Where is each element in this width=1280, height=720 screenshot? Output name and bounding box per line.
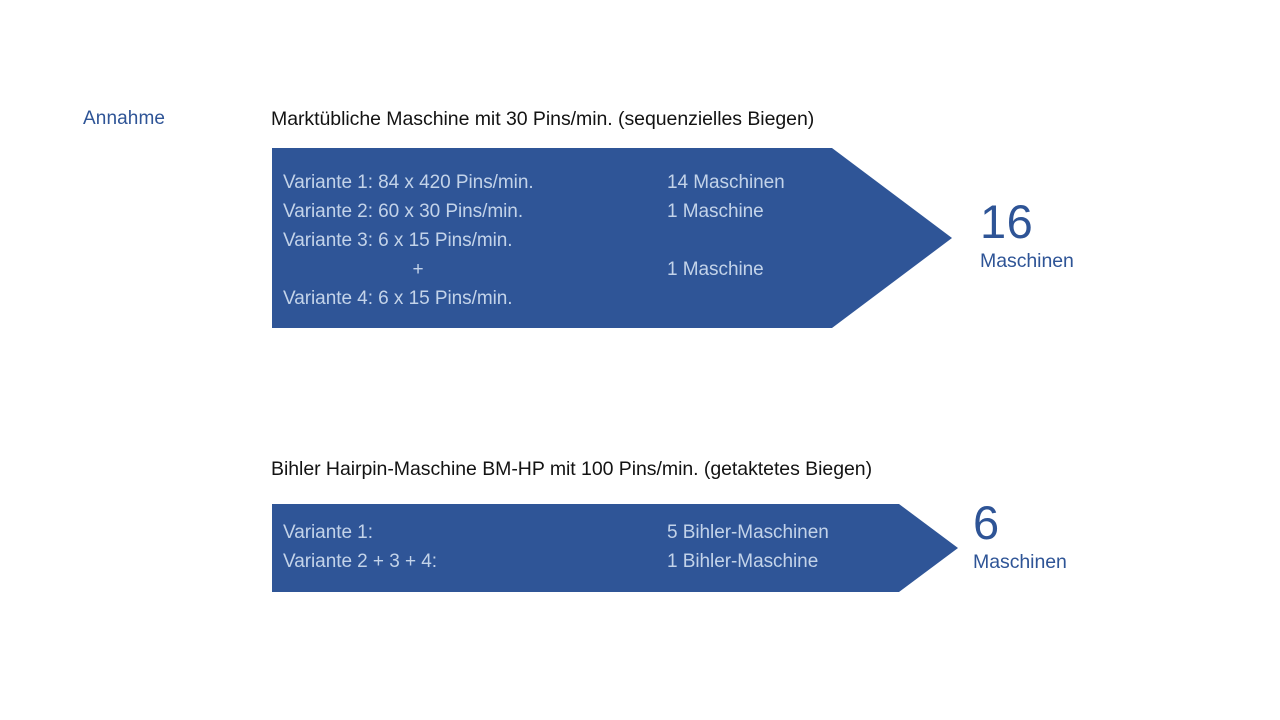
arrow-shape-section-1: Variante 1: 84 x 420 Pins/min. 14 Maschi… — [272, 148, 952, 328]
arrow-1-row-3: Variante 3: 6 x 15 Pins/min. — [272, 226, 952, 255]
arrow-1-row-2-right: 1 Maschine — [667, 201, 764, 222]
arrow-2-row-1: Variante 1: 5 Bihler-Maschinen — [272, 518, 958, 547]
assumption-label: Annahme — [83, 108, 166, 129]
arrow-shape-section-2: Variante 1: 5 Bihler-Maschinen Variante … — [272, 504, 958, 592]
arrow-2-row-2-left: Variante 2 + 3 + 4: — [283, 551, 437, 572]
arrow-1-row-1-left: Variante 1: 84 x 420 Pins/min. — [283, 172, 534, 193]
arrow-outline-1 — [272, 148, 952, 328]
result-1-unit: Maschinen — [980, 250, 1074, 272]
arrow-2-row-2-right: 1 Bihler-Maschine — [667, 551, 819, 572]
result-2-number: 6 — [973, 496, 1000, 549]
arrow-1-row-4-left: + — [412, 259, 424, 280]
arrow-1-row-5-left: Variante 4: 6 x 15 Pins/min. — [283, 288, 513, 309]
arrow-2-row-1-right: 5 Bihler-Maschinen — [667, 522, 829, 543]
result-section-1: 16 Maschinen — [980, 196, 1074, 274]
arrow-2-rows: Variante 1: 5 Bihler-Maschinen Variante … — [272, 504, 958, 592]
arrow-1-row-2: Variante 2: 60 x 30 Pins/min. 1 Maschine — [272, 197, 952, 226]
result-1-number: 16 — [980, 195, 1034, 248]
arrow-1-row-1: Variante 1: 84 x 420 Pins/min. 14 Maschi… — [272, 168, 952, 197]
arrow-1-row-4: + 1 Maschine — [272, 255, 952, 284]
arrow-outline-2 — [272, 504, 958, 592]
result-section-2: 6 Maschinen — [973, 497, 1067, 575]
section-2-headline: Bihler Hairpin-Maschine BM-HP mit 100 Pi… — [271, 458, 873, 480]
result-2-unit: Maschinen — [973, 551, 1067, 573]
section-1-headline: Marktübliche Maschine mit 30 Pins/min. (… — [271, 108, 815, 130]
arrow-1-row-4-right: 1 Maschine — [667, 259, 764, 280]
arrow-1-row-1-right: 14 Maschinen — [667, 172, 785, 193]
arrow-1-row-2-left: Variante 2: 60 x 30 Pins/min. — [283, 201, 524, 222]
arrow-2-row-2: Variante 2 + 3 + 4: 1 Bihler-Maschine — [272, 547, 958, 576]
arrow-2-row-1-left: Variante 1: — [283, 522, 373, 543]
arrow-1-rows: Variante 1: 84 x 420 Pins/min. 14 Maschi… — [272, 148, 952, 328]
arrow-1-row-3-left: Variante 3: 6 x 15 Pins/min. — [283, 230, 513, 251]
arrow-1-row-5: Variante 4: 6 x 15 Pins/min. — [272, 284, 952, 313]
